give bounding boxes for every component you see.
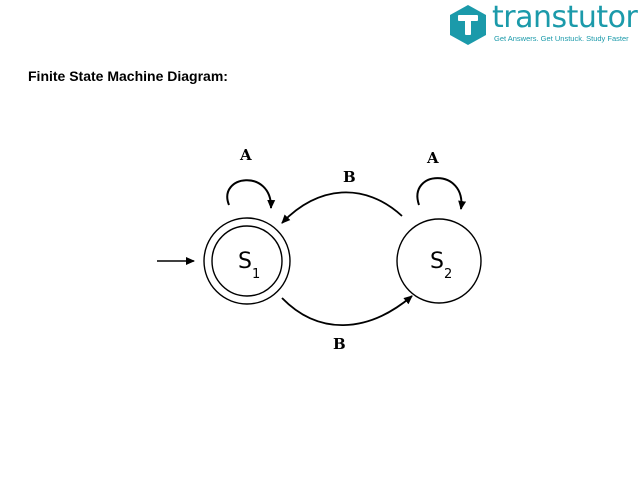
transition-s1-to-s2-label: B — [333, 335, 346, 353]
state-s2-letter: S — [430, 249, 444, 274]
transition-s2-to-s1-label: B — [343, 168, 356, 186]
transition-s2-self-loop — [416, 177, 467, 210]
state-s1-subscript: 1 — [252, 267, 260, 282]
brand-name: transtutors — [492, 0, 638, 35]
brand-tagline: Get Answers. Get Unstuck. Study Faster — [494, 34, 629, 43]
state-s1-outer-ring — [203, 217, 291, 305]
state-s2-ring — [396, 218, 482, 304]
logo-mark-icon — [450, 5, 486, 45]
state-s2[interactable]: S 2 — [396, 218, 482, 304]
transition-s1-to-s2-arrow — [281, 295, 413, 326]
transition-s1-self-loop — [226, 179, 276, 209]
state-s1-letter: S — [238, 249, 252, 274]
transition-s1-self-label: A — [239, 146, 252, 164]
state-s2-subscript: 2 — [444, 267, 452, 282]
state-s1[interactable]: S 1 — [203, 217, 291, 305]
page-title: Finite State Machine Diagram: — [28, 68, 228, 84]
transition-s2-to-s1-arrow — [281, 191, 403, 224]
transtutors-logo[interactable]: transtutors Get Answers. Get Unstuck. St… — [448, 0, 638, 48]
state-s1-inner-ring — [211, 225, 283, 297]
transition-s2-self-label: A — [426, 149, 439, 167]
